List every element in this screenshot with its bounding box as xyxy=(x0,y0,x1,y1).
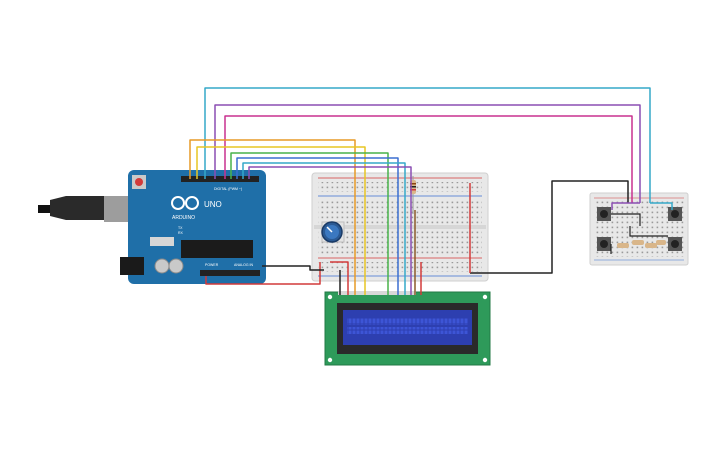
reset-button[interactable] xyxy=(132,175,146,189)
analog-header-label: ANALOG IN xyxy=(234,263,254,267)
crystal xyxy=(150,237,174,246)
tx-label: TX xyxy=(178,226,183,230)
arduino-uno-board[interactable]: ARDUINO UNO DIGITAL (PWM ~) POWER ANALOG… xyxy=(38,170,266,284)
usb-cable xyxy=(38,196,134,222)
bottom-rail-holes xyxy=(318,262,482,272)
wire-red-lcd-power[interactable] xyxy=(330,261,349,295)
rx-label: RX xyxy=(178,231,184,235)
pushbutton-bottom-left[interactable] xyxy=(597,237,611,251)
arduino-logo-icon xyxy=(171,196,199,210)
wire-blue-lcd[interactable] xyxy=(236,157,399,295)
top-rail-holes xyxy=(318,182,482,192)
capacitor-2 xyxy=(168,258,184,274)
arduino-model-label: UNO xyxy=(204,200,222,209)
lcd-header-pins xyxy=(338,291,416,295)
pushbutton-top-left[interactable] xyxy=(597,207,611,221)
main-breadboard[interactable] xyxy=(311,172,489,282)
wire-yellow-lcd[interactable] xyxy=(196,146,366,295)
wire-purple-buttons[interactable] xyxy=(214,104,641,203)
lcd-row-2 xyxy=(347,327,468,334)
power-jack xyxy=(120,257,144,275)
digital-header-label: DIGITAL (PWM ~) xyxy=(214,187,242,191)
wire-purple-btn-right[interactable] xyxy=(611,202,640,210)
atmega-chip xyxy=(181,240,253,258)
lcd-display[interactable] xyxy=(324,291,491,366)
arduino-brand-text: ARDUINO xyxy=(172,215,195,221)
pushbutton-bottom-right[interactable] xyxy=(668,237,682,251)
lcd-row-1 xyxy=(347,318,468,325)
wire-cyan-lcd[interactable] xyxy=(242,162,406,295)
wire-red-5v[interactable] xyxy=(205,262,321,285)
wire-purple-lcd[interactable] xyxy=(248,166,412,295)
wire-cyan-buttons[interactable] xyxy=(204,87,651,203)
wire-green-lcd[interactable] xyxy=(230,152,389,295)
lower-terminal-strip xyxy=(318,230,482,254)
wires xyxy=(189,87,673,295)
wire-black-gnd[interactable] xyxy=(262,265,324,271)
wire-black-buttons-gnd[interactable] xyxy=(470,180,629,274)
wire-orange-lcd[interactable] xyxy=(189,139,356,295)
capacitor-1 xyxy=(154,258,170,274)
pushbutton-top-right[interactable] xyxy=(668,207,682,221)
button-breadboard[interactable] xyxy=(589,192,689,266)
digital-header xyxy=(181,176,259,182)
power-analog-header xyxy=(200,270,260,276)
potentiometer[interactable] xyxy=(321,221,345,243)
upper-terminal-strip xyxy=(318,200,482,224)
center-channel xyxy=(314,225,486,229)
wire-cyan-btn-right[interactable] xyxy=(650,202,673,210)
power-header-label: POWER xyxy=(205,263,219,267)
button-resistors[interactable] xyxy=(617,240,666,248)
